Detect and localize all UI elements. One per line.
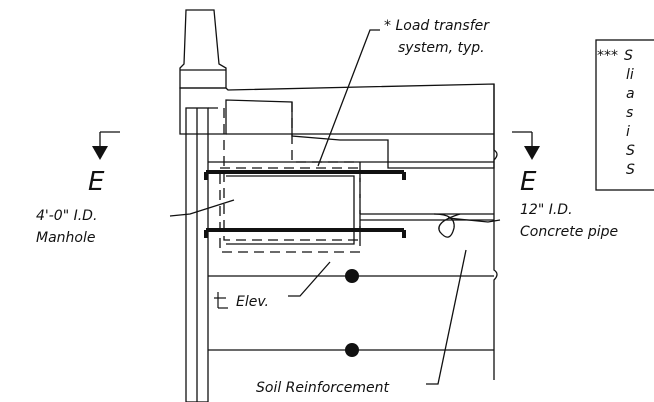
note-prefix: ***: [597, 48, 618, 64]
break-line: [493, 84, 498, 380]
reinforcement-dot-1: [345, 269, 359, 283]
leader-centerline: [288, 261, 331, 297]
label-centerline-elev: Elev.: [236, 294, 269, 310]
note-box: [595, 39, 654, 191]
leader-manhole: [169, 199, 235, 217]
label-manhole-2: Manhole: [36, 230, 95, 246]
leader-load-transfer: [317, 29, 380, 167]
section-mark-left-letter: E: [88, 167, 105, 197]
note-line: S: [624, 48, 633, 64]
label-pipe-1: 12" I.D.: [520, 202, 573, 218]
label-soil-reinforcement: Soil Reinforcement: [256, 380, 389, 396]
pipe-coil: [433, 213, 461, 238]
section-mark-right-letter: E: [520, 167, 537, 197]
note-line: S: [626, 143, 635, 159]
note-line: li: [626, 67, 634, 83]
note-line: S: [626, 162, 635, 178]
note-line: a: [626, 86, 635, 102]
note-line: i: [626, 124, 630, 140]
label-pipe-2: Concrete pipe: [520, 224, 618, 240]
reinforcement-dot-2: [345, 343, 359, 357]
leader-soil-reinforcement: [426, 249, 467, 385]
label-load-transfer-1: * Load transfer: [384, 18, 490, 34]
moment-slab: [179, 83, 495, 169]
label-load-transfer-2: system, typ.: [398, 40, 485, 56]
manhole-inner: [226, 175, 355, 245]
cap-beam-dashed: [208, 102, 361, 241]
note-line: s: [626, 105, 633, 121]
label-manhole-1: 4'-0" I.D.: [36, 208, 97, 224]
centerline-symbol: [214, 292, 228, 309]
load-transfer-plates: [204, 170, 406, 238]
manhole-outline: [219, 167, 361, 253]
barrier-parapet: [179, 9, 227, 89]
section-arrow-left: [92, 146, 108, 160]
leader-pipe: [447, 217, 501, 223]
section-arrow-right: [524, 146, 540, 160]
